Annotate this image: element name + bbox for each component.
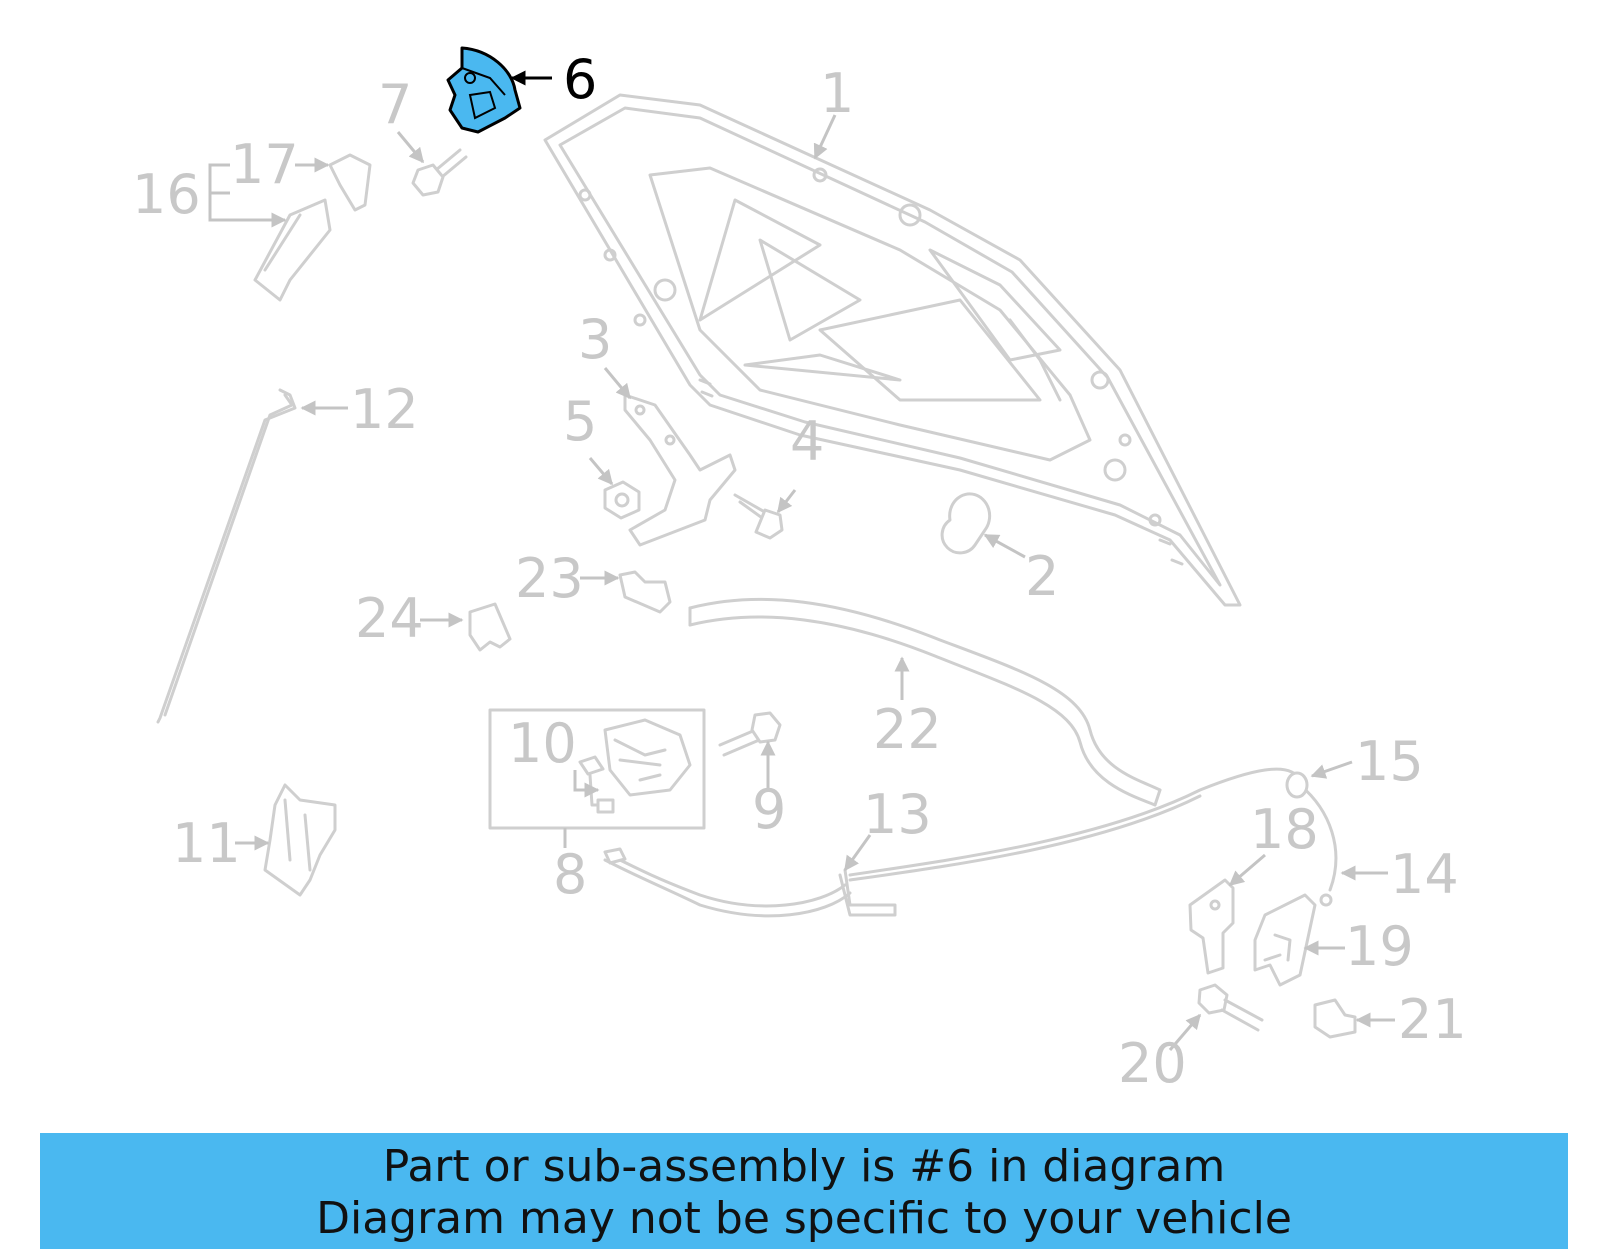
callout-10: 10 [508,712,577,775]
bracket-part-11 [263,783,337,897]
hinge-nut [603,480,641,520]
bolt-part-20 [1197,983,1264,1032]
callout-16: 16 [132,163,201,226]
callout-24: 24 [355,587,424,650]
hood-panel [543,93,1242,607]
hood-hinge [623,393,737,547]
clip-part-23 [618,570,672,614]
prop-rod [156,388,297,724]
release-cable [603,767,1338,918]
seal-strip [688,597,1162,807]
bolt-part-7 [411,148,468,197]
highlighted-bracket-part-6[interactable] [446,46,522,134]
clip-part-24 [468,602,512,652]
callout-6: 6 [563,48,597,111]
hood-bumper [940,492,992,555]
callout-14: 14 [1390,843,1459,906]
latch-assembly-group [488,708,706,848]
callout-18: 18 [1250,798,1319,861]
grommet-part-15 [1285,771,1309,799]
hinge-bolt [733,493,784,540]
clip-part-17 [328,153,372,212]
callout-4: 4 [790,410,824,473]
cable-end-part-14 [1319,893,1333,907]
latch-bolt [718,711,782,757]
callout-7: 7 [378,73,412,136]
callout-21: 21 [1398,988,1467,1051]
leader-lines [208,70,1395,1051]
callout-19: 19 [1345,915,1414,978]
callout-9: 9 [752,778,786,841]
callout-5: 5 [563,390,597,453]
callout-12: 12 [350,378,419,441]
callout-15: 15 [1355,730,1424,793]
callout-22: 22 [873,698,942,761]
callout-20: 20 [1118,1032,1187,1095]
seal-part-16 [253,198,332,302]
info-banner: Part or sub-assembly is #6 in diagram Di… [40,1133,1568,1249]
striker-part-19 [1253,893,1317,987]
callout-8: 8 [553,843,587,906]
banner-line-1: Part or sub-assembly is #6 in diagram [382,1141,1226,1192]
callout-1: 1 [820,62,854,125]
callout-13: 13 [863,783,932,846]
callout-11: 11 [172,812,241,875]
callout-labels: 1 2 3 4 5 6 7 8 9 10 11 12 13 14 15 16 1… [132,48,1467,1095]
banner-line-2: Diagram may not be specific to your vehi… [316,1193,1292,1244]
bracket-part-18 [1188,878,1235,975]
callout-2: 2 [1025,545,1059,608]
clip-part-21 [1313,998,1357,1039]
callout-23: 23 [515,547,584,610]
callout-17: 17 [230,133,299,196]
callout-3: 3 [578,308,612,371]
